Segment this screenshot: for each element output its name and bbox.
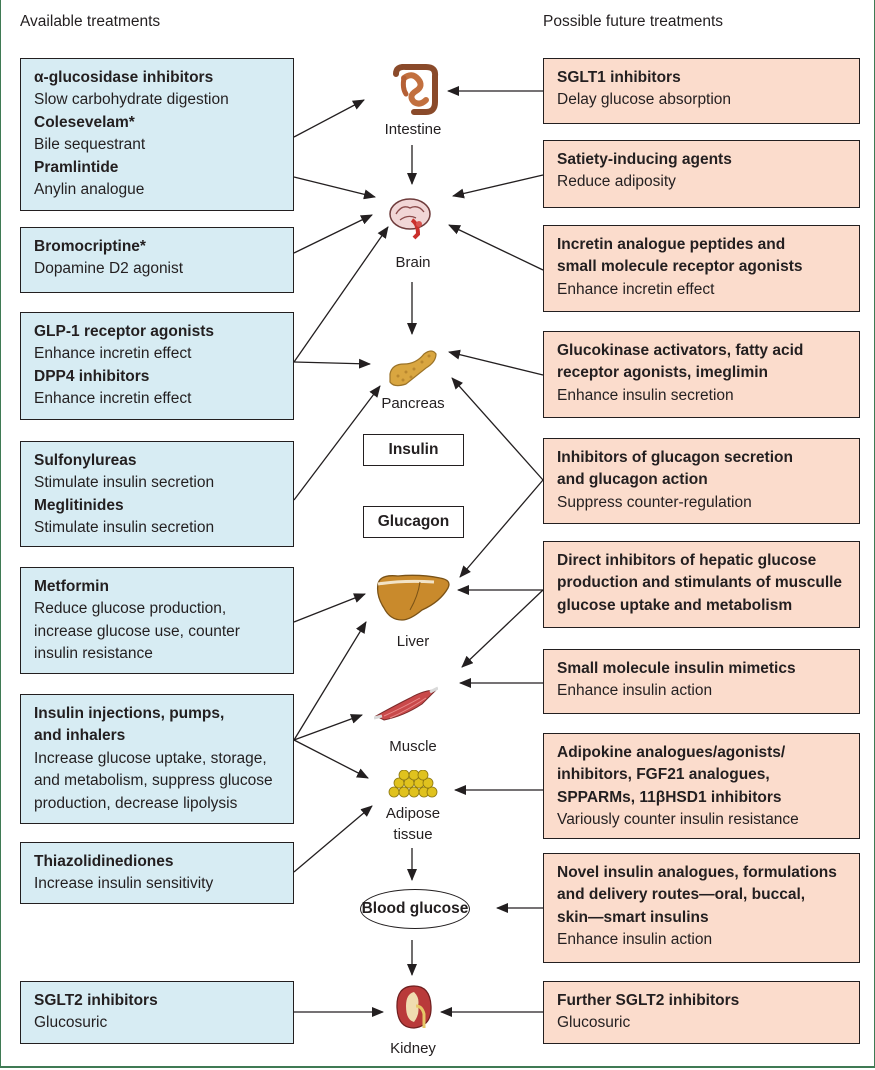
drug-name: SGLT1 inhibitors <box>557 69 681 86</box>
box-bromocriptine: Bromocriptine* Dopamine D2 agonist <box>20 227 294 293</box>
drug-name: Satiety-inducing agents <box>557 151 732 168</box>
drug-action: Bile sequestrant <box>34 136 146 154</box>
box-hepatic-glucose-inhibitors: Direct inhibitors of hepatic glucose pro… <box>543 541 860 628</box>
drug-name: Colesevelam* <box>34 113 135 131</box>
drug-action: Enhance insulin action <box>557 682 713 700</box>
drug-action: insulin resistance <box>34 645 153 663</box>
drug-name: α-glucosidase inhibitors <box>34 69 214 86</box>
drug-action: Anylin analogue <box>34 181 145 199</box>
brain-label: Brain <box>395 254 431 271</box>
box-insulin-mimetics: Small molecule insulin mimetics Enhance … <box>543 649 860 714</box>
tissue-label: tissue <box>393 826 433 843</box>
brain-icon <box>389 198 431 240</box>
drug-name: and glucagon action <box>557 471 708 489</box>
drug-name: small molecule receptor agonists <box>557 258 803 276</box>
drug-name: Small molecule insulin mimetics <box>557 660 796 677</box>
drug-name: Thiazolidinediones <box>34 853 174 870</box>
drug-name: receptor agonists, imeglimin <box>557 364 769 382</box>
drug-name: Direct inhibitors of hepatic glucose <box>557 552 817 569</box>
drug-name: production and stimulants of musculle <box>557 574 843 592</box>
kidney-icon <box>396 985 432 1029</box>
adipose-label: Adipose <box>385 805 441 822</box>
drug-name: glucose uptake and metabolism <box>557 596 793 614</box>
drug-action: Stimulate insulin secretion <box>34 519 215 537</box>
box-adipokine-analogues: Adipokine analogues/agonists/ inhibitors… <box>543 733 860 839</box>
available-treatments-heading: Available treatments <box>20 13 161 30</box>
drug-name: Meglitinides <box>34 496 124 514</box>
drug-name: Further SGLT2 inhibitors <box>557 992 740 1009</box>
drug-name: SGLT2 inhibitors <box>34 992 158 1009</box>
glucagon-box: Glucagon <box>363 506 464 538</box>
muscle-label: Muscle <box>389 738 437 755</box>
drug-action: Reduce glucose production, <box>34 600 227 618</box>
box-incretin-analogue-peptides: Incretin analogue peptides and small mol… <box>543 225 860 312</box>
drug-action: production, decrease lipolysis <box>34 794 238 812</box>
future-treatments-heading: Possible future treatments <box>543 13 724 30</box>
drug-action: Delay glucose absorption <box>557 91 732 109</box>
drug-name: Pramlintide <box>34 158 119 176</box>
box-glp1-dpp4: GLP-1 receptor agonists Enhance incretin… <box>20 312 294 420</box>
drug-action: Reduce adiposity <box>557 173 676 191</box>
drug-action: Increase glucose uptake, storage, <box>34 749 267 767</box>
box-sglt1-inhibitors: SGLT1 inhibitors Delay glucose absorptio… <box>543 58 860 124</box>
drug-name: GLP-1 receptor agonists <box>34 323 215 340</box>
drug-name: skin—smart insulins <box>557 908 709 926</box>
drug-name: Bromocriptine* <box>34 238 146 255</box>
insulin-box: Insulin <box>363 434 464 466</box>
drug-action: Slow carbohydrate digestion <box>34 91 229 109</box>
drug-action: Enhance insulin secretion <box>557 386 734 404</box>
muscle-icon <box>374 686 438 721</box>
liver-label: Liver <box>396 633 430 650</box>
drug-name: DPP4 inhibitors <box>34 367 150 385</box>
liver-icon <box>376 574 450 621</box>
drug-action: Glucosuric <box>34 1014 108 1032</box>
drug-name: Sulfonylureas <box>34 452 137 469</box>
drug-action: increase glucose use, counter <box>34 622 240 640</box>
box-sulfonylureas-meglitinides: Sulfonylureas Stimulate insulin secretio… <box>20 441 294 547</box>
drug-action: Enhance incretin effect <box>34 390 192 408</box>
drug-action: Variously counter insulin resistance <box>557 811 799 829</box>
drug-name: Novel insulin analogues, formulations <box>557 864 837 881</box>
drug-action: Increase insulin sensitivity <box>34 875 214 893</box>
drug-name: and delivery routes—oral, buccal, <box>557 886 806 904</box>
box-insulin-injections: Insulin injections, pumps, and inhalers … <box>20 694 294 824</box>
drug-action: Stimulate insulin secretion <box>34 474 215 492</box>
drug-action: Enhance incretin effect <box>557 280 715 298</box>
drug-action: Enhance incretin effect <box>34 345 192 363</box>
box-glucokinase-activators: Glucokinase activators, fatty acid recep… <box>543 331 860 418</box>
box-sglt2-inhibitors: SGLT2 inhibitors Glucosuric <box>20 981 294 1044</box>
intestine-icon <box>393 64 439 115</box>
blood-glucose-oval: Blood glucose <box>360 889 470 929</box>
drug-action: Enhance insulin action <box>557 931 713 949</box>
drug-name: Incretin analogue peptides and <box>557 236 786 253</box>
drug-name: Insulin injections, pumps, <box>34 705 225 722</box>
drug-name: and inhalers <box>34 727 126 745</box>
box-alpha-glucosidase-colesevelam-pramlintide: α-glucosidase inhibitors Slow carbohydra… <box>20 58 294 211</box>
drug-name: inhibitors, FGF21 analogues, <box>557 766 770 784</box>
box-metformin: Metformin Reduce glucose production, inc… <box>20 567 294 674</box>
pancreas-label: Pancreas <box>381 395 445 412</box>
box-further-sglt2-inhibitors: Further SGLT2 inhibitors Glucosuric <box>543 981 860 1044</box>
drug-name: Glucokinase activators, fatty acid <box>557 342 804 359</box>
box-thiazolidinediones: Thiazolidinediones Increase insulin sens… <box>20 842 294 904</box>
adipose-tissue-icon <box>388 770 438 798</box>
box-novel-insulin-analogues: Novel insulin analogues, formulations an… <box>543 853 860 963</box>
drug-name: SPPARMs, 11βHSD1 inhibitors <box>557 788 782 806</box>
drug-action: and metabolism, suppress glucose <box>34 772 273 790</box>
drug-name: Metformin <box>34 578 109 595</box>
box-satiety-inducing-agents: Satiety-inducing agents Reduce adiposity <box>543 140 860 208</box>
intestine-label: Intestine <box>384 121 442 138</box>
drug-action: Suppress counter-regulation <box>557 493 752 511</box>
drug-name: Inhibitors of glucagon secretion <box>557 449 793 466</box>
drug-name: Adipokine analogues/agonists/ <box>557 744 786 761</box>
drug-action: Glucosuric <box>557 1014 631 1032</box>
pancreas-icon <box>389 350 437 387</box>
drug-action: Dopamine D2 agonist <box>34 260 184 278</box>
box-glucagon-inhibitors: Inhibitors of glucagon secretion and glu… <box>543 438 860 524</box>
kidney-label: Kidney <box>390 1040 436 1057</box>
